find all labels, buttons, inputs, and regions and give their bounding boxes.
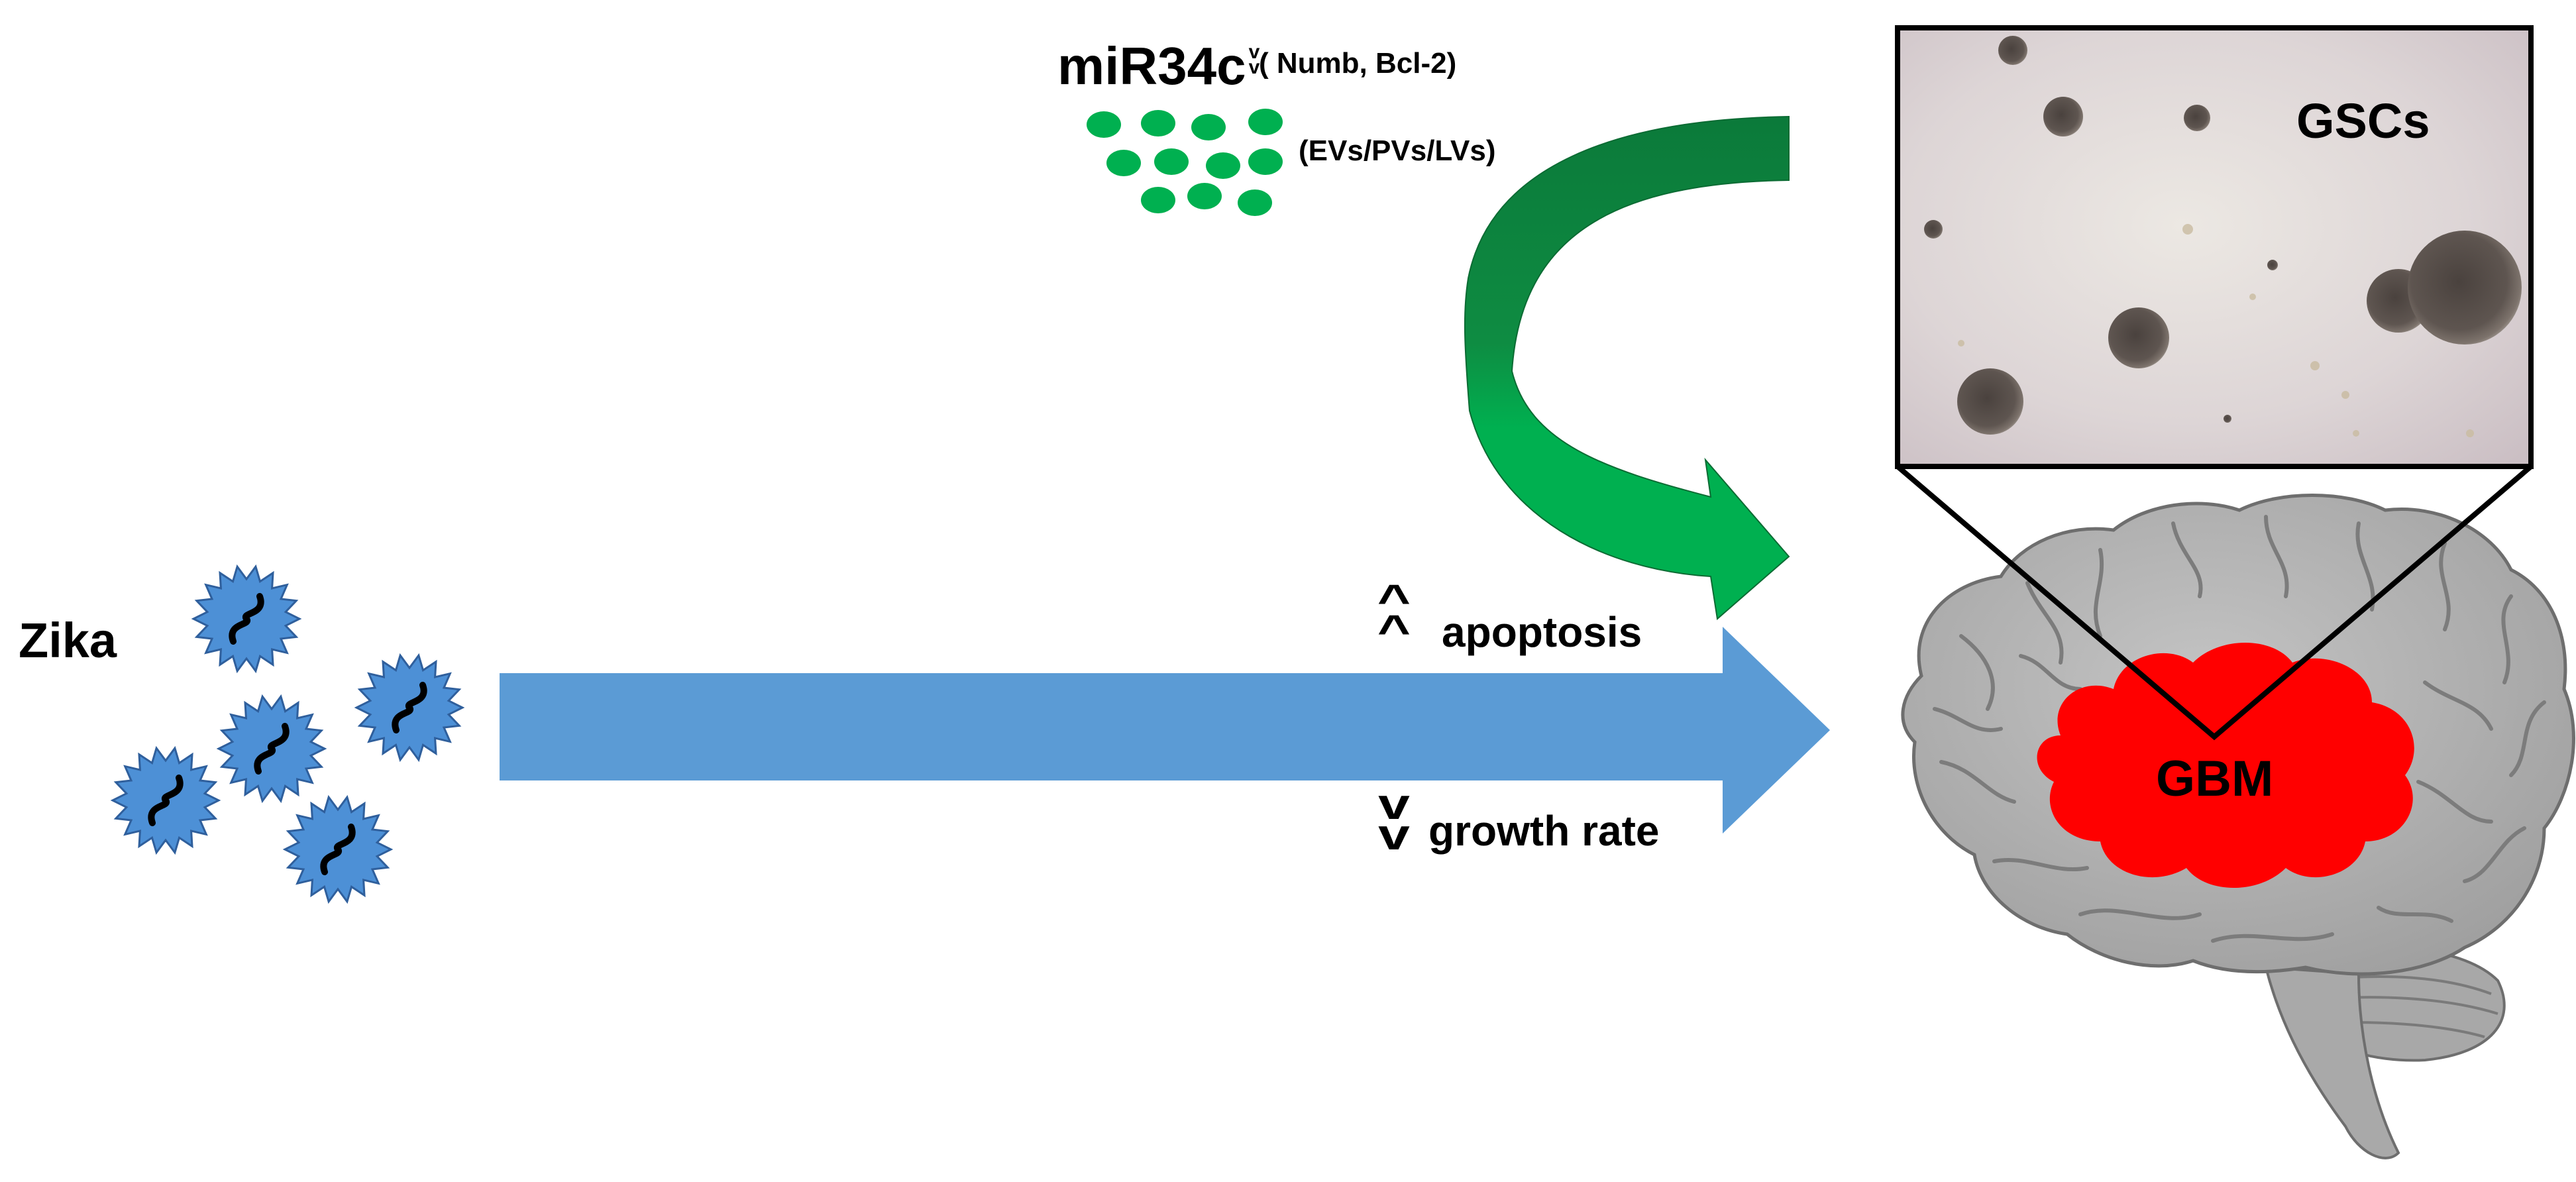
vesicle-dot-icon [1106,150,1141,176]
gscs-label: GSCs [2296,93,2430,148]
treatment-arrow [500,627,1830,833]
zika-virus-icon [110,745,221,855]
curved-green-arrow [1464,115,1790,620]
vesicle-dot-icon [1238,189,1272,216]
decrease-chevron-icon: v [1378,779,1410,828]
mir34c-label: miR34c [1057,36,1246,95]
vesicle-dot-icon [1141,110,1175,136]
apoptosis-label: apoptosis [1442,608,1642,656]
zika-label: Zika [19,613,117,668]
zika-virus-group [110,564,465,904]
brain-stem [2264,965,2400,1159]
increase-chevron: ^ ^ [1368,575,1420,655]
mir34c-targets-label: ( Numb, Bcl-2) [1259,47,1457,80]
decrease-chevron-icon: v [1378,810,1410,859]
vesicle-dot-icon [1206,152,1240,179]
decrease-chevron-icon: v [1248,56,1260,78]
vesicle-cluster [1087,109,1283,216]
vesicle-dot-icon [1141,187,1175,213]
zika-virus-icon [216,694,327,804]
growth-rate-label: growth rate [1428,807,1660,855]
brain-illustration [1901,494,2575,1159]
gbm-tumor [2037,643,2414,888]
gbm-label: GBM [2156,751,2274,807]
zika-virus-icon [354,653,465,763]
zika-virus-icon [282,794,394,904]
increase-chevron-icon: ^ [1377,606,1411,655]
vesicle-dot-icon [1154,148,1189,175]
decrease-chevron-icon: v [1248,41,1260,63]
vesicle-dot-icon [1248,148,1283,175]
zoom-lines [1896,464,2533,741]
gsc-neurosphere-micrograph [1895,25,2534,469]
vesicle-dot-icon [1087,111,1121,138]
vesicle-dot-icon [1248,109,1283,135]
vesicle-dot-icon [1187,183,1222,209]
micrograph-frame [1895,25,2534,469]
decrease-chevron-small: v v [1244,41,1264,78]
vesicle-dot-icon [1191,114,1226,140]
zika-virus-icon [191,564,302,674]
vesicle-carriers-label: (EVs/PVs/LVs) [1299,134,1496,167]
increase-chevron-icon: ^ [1377,575,1411,624]
decrease-chevron: v v [1368,779,1420,859]
